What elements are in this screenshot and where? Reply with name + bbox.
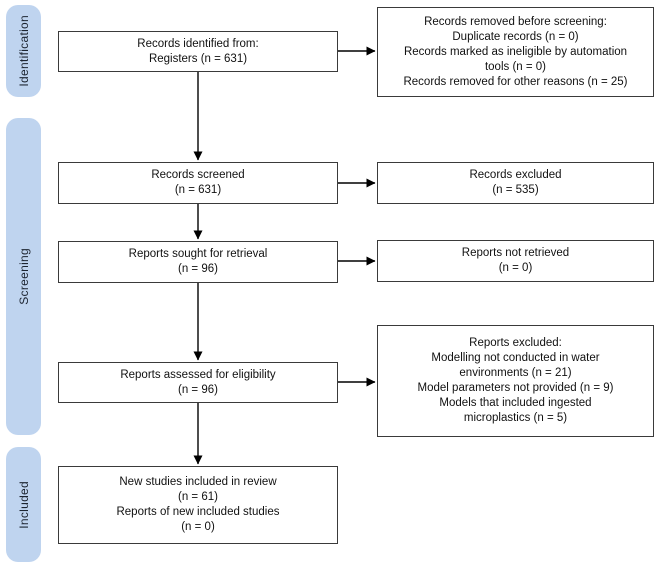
box-records-removed-before-screening: Records removed before screening: Duplica…: [377, 7, 654, 97]
box-text-line: environments (n = 21): [459, 367, 572, 379]
box-text-line: Records identified from:: [137, 37, 259, 50]
box-text-line: Records removed for other reasons (n = 2…: [403, 75, 628, 88]
box-reports-sought: Reports sought for retrieval (n = 96): [58, 241, 338, 283]
box-text-line: tools (n = 0): [484, 60, 547, 73]
stage-label-included: Included: [16, 480, 31, 529]
box-text-line: Duplicate records (n = 0): [452, 30, 579, 43]
box-reports-assessed: Reports assessed for eligibility (n = 96): [58, 362, 338, 403]
box-records-identified: Records identified from: Registers (n = 6…: [58, 31, 338, 72]
box-text-line: Records marked as ineligible by automati…: [403, 45, 628, 58]
box-text-line: Records screened: [151, 169, 245, 181]
box-text-line: (n = 631): [174, 184, 222, 196]
box-text-line: New studies included in review: [119, 476, 277, 488]
box-text-line: Reports of new included studies: [116, 506, 280, 518]
box-records-screened: Records screened (n = 631): [58, 162, 338, 204]
box-reports-excluded: Reports excluded: Modelling not conducted…: [377, 325, 654, 437]
box-text-line: (n = 96): [178, 263, 218, 275]
box-text-line: Records excluded: [469, 169, 562, 181]
box-text-line: Models that included ingested: [439, 397, 592, 409]
box-records-excluded: Records excluded (n = 535): [377, 162, 654, 204]
box-text-line: Reports sought for retrieval: [128, 248, 268, 260]
box-text-line: Reports not retrieved: [461, 247, 570, 259]
box-text-line: (n = 61): [178, 491, 218, 503]
box-text-line: Modelling not conducted in water: [431, 352, 600, 364]
box-text-line: Registers (n = 631): [148, 52, 248, 65]
stage-pill-screening: Screening: [6, 118, 41, 435]
box-text-line: Reports excluded:: [469, 337, 562, 349]
box-text-line: (n = 96): [178, 383, 218, 396]
stage-label-screening: Screening: [16, 248, 31, 305]
box-text-line: Model parameters not provided (n = 9): [417, 382, 614, 394]
box-reports-not-retrieved: Reports not retrieved (n = 0): [377, 240, 654, 282]
stage-pill-identification: Identification: [6, 5, 41, 97]
box-studies-included: New studies included in review (n = 61) Re…: [58, 466, 338, 544]
stage-pill-included: Included: [6, 447, 41, 562]
box-text-line: (n = 0): [498, 262, 533, 274]
box-text-line: (n = 0): [181, 521, 215, 533]
box-text-line: microplastics (n = 5): [463, 412, 568, 424]
box-text-line: (n = 535): [492, 184, 539, 196]
stage-label-identification: Identification: [16, 15, 31, 87]
box-text-line: Reports assessed for eligibility: [120, 368, 276, 381]
box-text-line: Records removed before screening:: [424, 15, 607, 28]
